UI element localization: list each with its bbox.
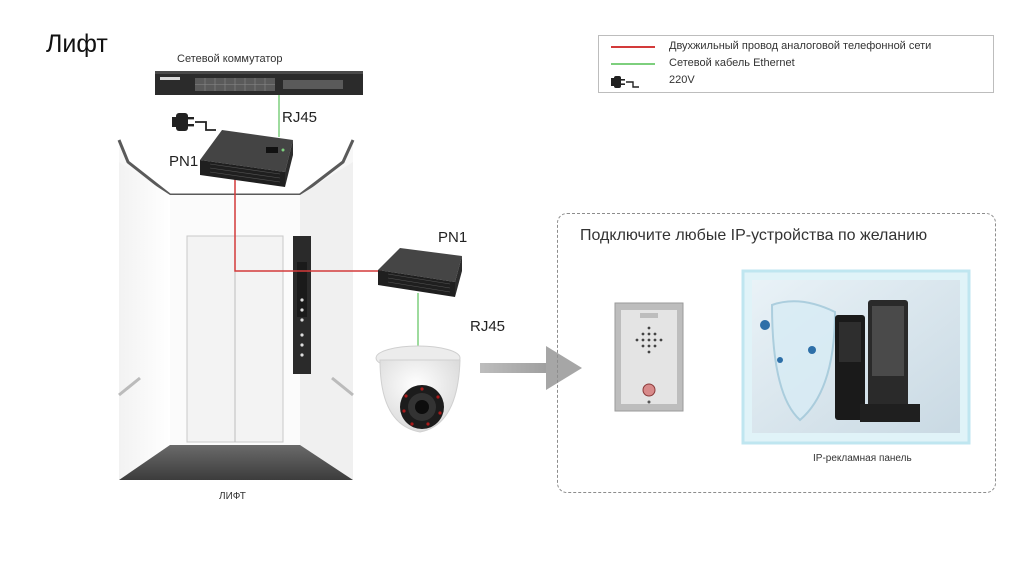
pn1-label-top: PN1 xyxy=(169,153,199,170)
ip-advertising-panel-image xyxy=(741,269,971,445)
legend-label: 220V xyxy=(669,74,695,86)
elevator-label: ЛИФТ xyxy=(219,491,246,502)
page-title: Лифт xyxy=(46,30,108,58)
optional-devices-title: Подключите любые IP-устройства по желани… xyxy=(580,227,928,244)
legend-label: Сетевой кабель Ethernet xyxy=(669,57,795,69)
power-plug-icon xyxy=(172,113,216,131)
legend-label: Двухжильный провод аналоговой телефонной… xyxy=(669,40,932,52)
legend: Двухжильный провод аналоговой телефонной… xyxy=(598,35,994,93)
optional-devices-box xyxy=(557,213,996,493)
power-plug-icon xyxy=(611,76,639,88)
switch-label: Сетевой коммутатор xyxy=(177,53,283,65)
green-line-swatch xyxy=(611,63,655,65)
rj45-label-top: RJ45 xyxy=(282,109,318,126)
phone-wire xyxy=(234,178,382,272)
legend-item-power: 220V xyxy=(599,74,993,90)
sip-intercom-device xyxy=(614,302,684,412)
red-line-swatch xyxy=(611,46,655,48)
pn1-gateway-mid xyxy=(378,248,462,297)
dome-camera xyxy=(375,345,461,433)
elevator-illustration xyxy=(117,139,355,480)
legend-item-ethernet: Сетевой кабель Ethernet xyxy=(599,57,993,73)
ad-panel-label: IP-рекламная панель xyxy=(813,453,912,464)
pn1-gateway-top xyxy=(200,130,293,187)
network-switch xyxy=(155,71,363,95)
arrow-right xyxy=(480,346,582,390)
pn1-label-mid: PN1 xyxy=(438,229,468,246)
legend-item-phone-wire: Двухжильный провод аналоговой телефонной… xyxy=(599,40,993,56)
rj45-label-mid: RJ45 xyxy=(470,318,506,335)
